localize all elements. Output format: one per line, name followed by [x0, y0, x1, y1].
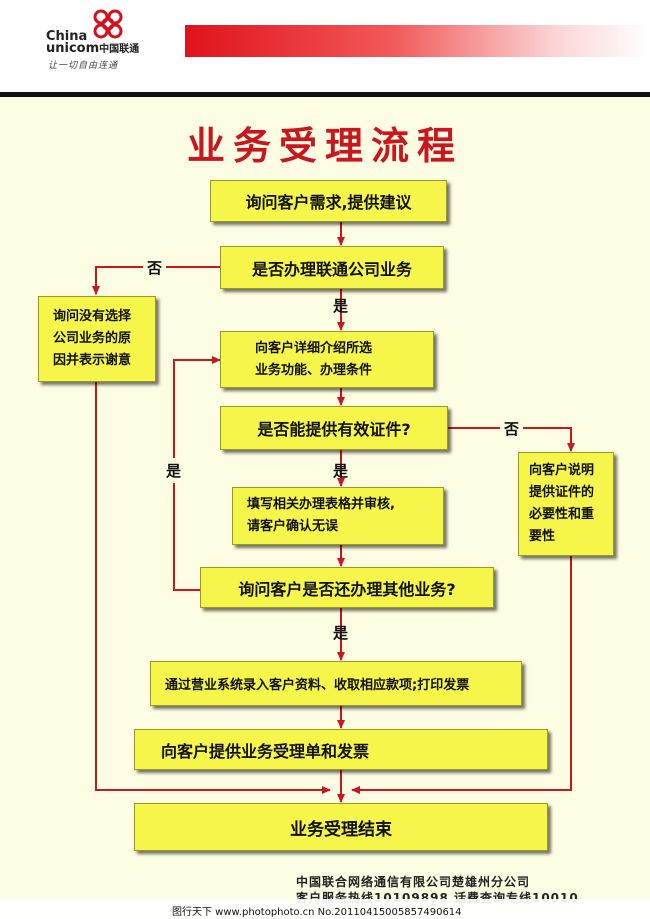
- footer-company: 中国联合网络通信有限公司楚雄州分公司: [296, 875, 531, 889]
- label-no-unicom: 否: [143, 257, 167, 278]
- introduce-line-2: 业务功能、办理条件: [255, 362, 373, 378]
- introduce-line-1: 向客户详细介绍所选: [255, 340, 373, 356]
- arrow-decide-no: [92, 266, 220, 295]
- decision-valid-documents: 是否能提供有效证件?: [220, 406, 448, 450]
- header-divider: [0, 92, 650, 97]
- decline-line-2: 公司业务的原: [53, 331, 132, 346]
- brand-name-cn: 中国联通: [99, 44, 140, 55]
- step-provide-receipt: 向客户提供业务受理单和发票: [134, 729, 548, 770]
- fill-form-line-1: 填写相关办理表格并审核,: [247, 497, 395, 512]
- explain-line-3: 必要性和重: [529, 507, 595, 522]
- label-yes-loop: 是: [166, 458, 182, 483]
- decline-line-3: 因并表示谢意: [53, 353, 132, 368]
- step-end: 业务受理结束: [134, 803, 548, 851]
- brand-name-en-2: unicom中国联通: [46, 41, 140, 56]
- brand-name-en: China: [46, 29, 88, 44]
- label-yes-documents: 是: [333, 462, 349, 480]
- label-no-documents: 否: [500, 418, 524, 439]
- header: China unicom中国联通 让一切自由连通: [0, 0, 650, 92]
- header-red-bar: [185, 25, 650, 57]
- explain-line-4: 要性: [529, 529, 556, 544]
- decision-unicom-business: 是否办理联通公司业务: [220, 246, 444, 289]
- step-introduce-business: 向客户详细介绍所选 业务功能、办理条件: [220, 331, 434, 388]
- arrow-docs-no: [448, 427, 575, 452]
- step-ask-needs: 询问客户需求,提供建议: [210, 180, 447, 222]
- decision-other-business: 询问客户是否还办理其他业务?: [200, 567, 494, 608]
- unicom-knot-logo-icon: [93, 9, 123, 39]
- step-fill-form: 填写相关办理表格并审核, 请客户确认无误: [232, 487, 444, 545]
- fill-form-line-2: 请客户确认无误: [247, 519, 339, 534]
- explain-line-1: 向客户说明: [529, 463, 595, 478]
- page-title: 业务受理流程: [186, 123, 463, 168]
- explain-line-2: 提供证件的: [529, 485, 595, 500]
- watermark-bar: [0, 899, 650, 919]
- step-enter-system: 通过营业系统录入客户资料、收取相应款项;打印发票: [150, 661, 522, 706]
- label-yes-unicom: 是: [333, 297, 349, 315]
- decline-line-1: 询问没有选择: [53, 309, 132, 324]
- label-yes-continue: 是: [333, 624, 349, 642]
- step-decline-thanks: 询问没有选择 公司业务的原 因并表示谢意: [38, 296, 156, 382]
- watermark-text: 图行天下 www.photophoto.cn No.20110415005857…: [172, 907, 462, 918]
- arrow-decline-to-end: [95, 382, 331, 794]
- step-explain-documents: 向客户说明 提供证件的 必要性和重 要性: [518, 452, 614, 556]
- arrow-explain-to-end: [351, 556, 572, 794]
- brand-slogan: 让一切自由连通: [48, 61, 119, 71]
